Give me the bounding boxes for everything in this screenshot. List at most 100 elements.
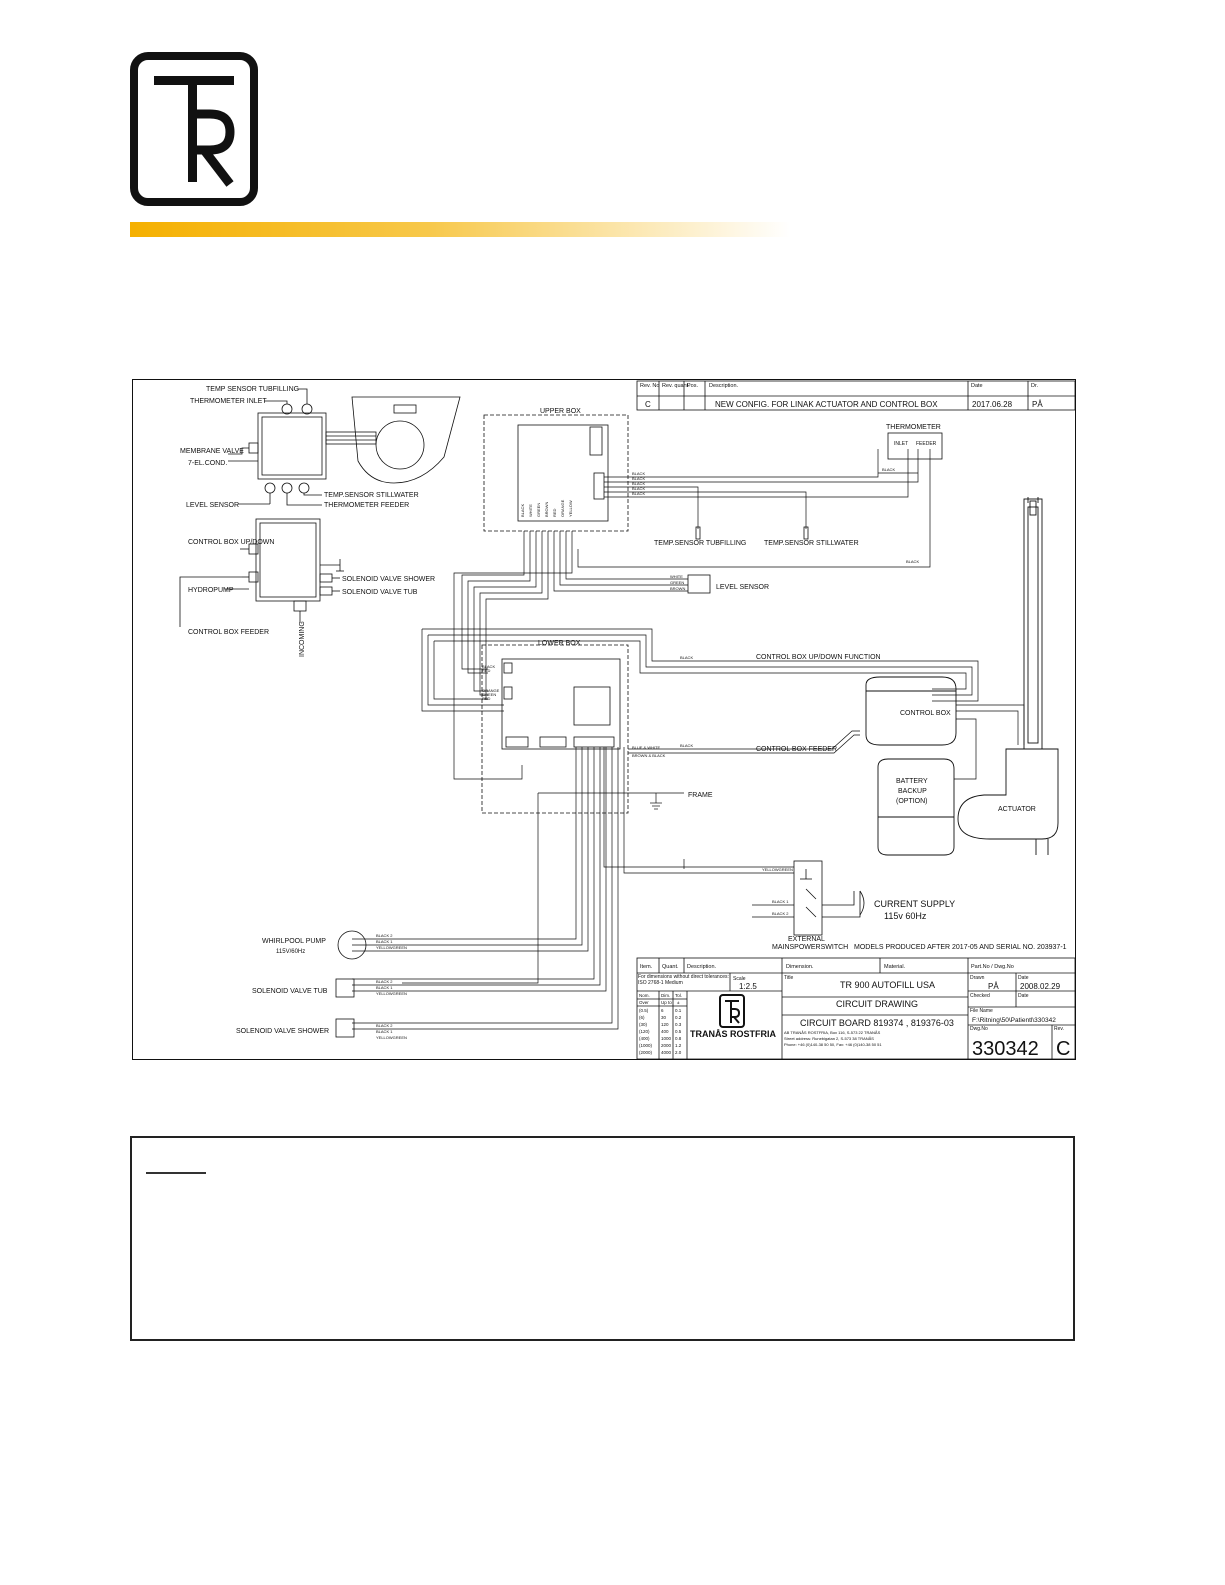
tolerance-cell: (2000) <box>639 1050 653 1055</box>
label-level-sensor: LEVEL SENSOR <box>716 584 769 591</box>
tolerance-cell: (30) <box>639 1022 648 1027</box>
tolerance-note: For dimensions without direct tolerances… <box>638 974 729 986</box>
filename-label: File Name <box>970 1008 993 1014</box>
tolerance-cell: 30 <box>661 1015 667 1020</box>
header-accent-bar <box>130 222 790 237</box>
title-block <box>636 957 1076 1060</box>
wire-label: GREEN <box>670 580 684 585</box>
wire-label-yellowgreen: YELLOWGREEN <box>762 867 793 872</box>
tolerance-cell: 120 <box>661 1022 669 1027</box>
wire-label: GREEN <box>482 692 496 697</box>
tol-header-nom: Nom. <box>639 993 650 998</box>
pin-label: WHITE <box>528 504 533 517</box>
label-battery-backup-3: (OPTION) <box>896 798 928 805</box>
label-control-box: CONTROL BOX <box>900 710 951 717</box>
date-value: 2008.02.29 <box>1020 982 1061 991</box>
scale-value: 1:2.5 <box>739 982 757 991</box>
wire-label: ORANGE <box>482 688 500 693</box>
wire-label-black2: BLACK 2 <box>772 911 789 916</box>
tb-header-dimension: Dimension. <box>786 964 814 970</box>
tolerance-cell: 1.2 <box>675 1043 682 1048</box>
label-incoming: INCOMING <box>299 621 306 657</box>
wire-label: BROWN <box>670 586 685 591</box>
wire-label: BLACK 1 <box>376 939 393 944</box>
tolerance-cell: 4000 <box>661 1050 672 1055</box>
tol-sub-upto: Up to <box>661 1000 672 1005</box>
tolerance-cell: 0.5 <box>675 1029 682 1034</box>
label-frame: FRAME <box>688 792 713 799</box>
tolerance-cell: (0.5) <box>639 1008 649 1013</box>
label-inlet: INLET <box>894 441 908 447</box>
tolerance-cell: 1000 <box>661 1036 672 1041</box>
rev-header-pos: Pos. <box>687 383 698 389</box>
wire-label-blue-white: BLUE & WHITE <box>632 745 661 750</box>
dwgno-label: Dwg.No <box>970 1026 988 1032</box>
tb-header-description: Description. <box>687 964 717 970</box>
title-line-3: CIRCUIT BOARD 819374 , 819376-03 <box>800 1018 954 1028</box>
label-temp-sensor-tubfilling-top: TEMP SENSOR TUBFILLING <box>206 386 299 393</box>
pin-label: BROWN <box>544 502 549 517</box>
date2-label: Date <box>1018 993 1029 999</box>
tolerance-cell: 0.1 <box>675 1008 682 1013</box>
label-temp-sensor-tubfilling: TEMP.SENSOR TUBFILLING <box>654 540 746 547</box>
wire-label-updown: BLACK <box>680 655 693 660</box>
tol-sub-pm: ± <box>677 1000 680 1005</box>
tolerance-cell: (1000) <box>639 1043 653 1048</box>
pin-label: YELLOW <box>568 500 573 517</box>
pin-label: GREEN <box>536 503 541 517</box>
label-mainspowerswitch: MAINSPOWERSWITCH <box>772 944 848 951</box>
label-control-box-feeder-left: CONTROL BOX FEEDER <box>188 629 269 636</box>
label-level-sensor-left: LEVEL SENSOR <box>186 502 239 509</box>
pin-label: BLACK <box>520 504 525 517</box>
tolerance-cell: 0.8 <box>675 1036 682 1041</box>
label-models-note: MODELS PRODUCED AFTER 2017-05 AND SERIAL… <box>854 944 1067 951</box>
drawn-label: Drawn <box>970 975 985 981</box>
label-thermometer: THERMOMETER <box>886 424 941 431</box>
wire-label: BLACK <box>632 486 645 491</box>
wire-label: BLACK 2 <box>376 933 393 938</box>
rev-value-tb: C <box>1056 1038 1070 1060</box>
rev-header-quant: Rev. quant. <box>662 383 690 389</box>
wire-label: RED <box>482 696 491 701</box>
note-heading <box>146 1156 206 1174</box>
rev-value: C <box>645 400 651 409</box>
tolerance-cell: (120) <box>639 1029 650 1034</box>
tolerance-cell: 400 <box>661 1029 669 1034</box>
revision-table <box>636 380 1076 411</box>
company-address-2: Street address: Runebigatan 2, S-573 38 … <box>784 1036 874 1041</box>
company-address-1: AB TRANÅS ROSTFRIA, Box 116, S-573 22 TR… <box>784 1030 881 1035</box>
company-name: TRANÅS ROSTFRIA <box>690 1029 776 1039</box>
tolerance-cell: 2.0 <box>675 1050 682 1055</box>
title-line-1: TR 900 AUTOFILL USA <box>840 980 935 990</box>
label-solenoid-valve-tub-top: SOLENOID VALVE TUB <box>342 589 418 596</box>
tol-header-dim: Dim. <box>661 993 670 998</box>
wire-label: WHITE <box>670 574 683 579</box>
tolerance-cell: 2000 <box>661 1043 672 1048</box>
rev-header-description: Description. <box>709 383 739 389</box>
label-control-box-updown-function: CONTROL BOX UP/DOWN FUNCTION <box>756 654 881 661</box>
tb-header-material: Material. <box>884 964 906 970</box>
title-line-2: CIRCUIT DRAWING <box>836 999 918 1009</box>
wire-label: BLACK 2 <box>376 1023 393 1028</box>
label-membrane-valve: MEMBRANE VALVE <box>180 448 244 455</box>
label-feeder: FEEDER <box>916 441 937 447</box>
label-el-cond: 7-EL.COND. <box>188 460 227 467</box>
wire-label-brown-black: BROWN & BLACK <box>632 753 666 758</box>
tr-mini-logo <box>719 994 745 1028</box>
wire-label: RED <box>482 668 491 673</box>
tolerance-cell: 0.2 <box>675 1015 682 1020</box>
note-box <box>130 1136 1075 1341</box>
tol-sub-over: Over <box>639 1000 649 1005</box>
label-thermometer-inlet: THERMOMETER INLET <box>190 398 267 405</box>
wire-label-feeder: BLACK <box>680 743 693 748</box>
tolerance-cell: 6 <box>661 1008 664 1013</box>
wire-label: BLACK 2 <box>376 979 393 984</box>
tr-logo <box>130 52 258 206</box>
label-solenoid-valve-shower-top: SOLENOID VALVE SHOWER <box>342 576 435 583</box>
wire-label-black1: BLACK 1 <box>772 899 789 904</box>
tolerance-cell: (6) <box>639 1015 645 1020</box>
tol-header-tol: Tol. <box>675 993 682 998</box>
rev-header-dr: Dr. <box>1031 383 1039 389</box>
label-battery-backup-1: BATTERY <box>896 778 928 785</box>
label-hydropump: HYDROPUMP <box>188 587 234 594</box>
